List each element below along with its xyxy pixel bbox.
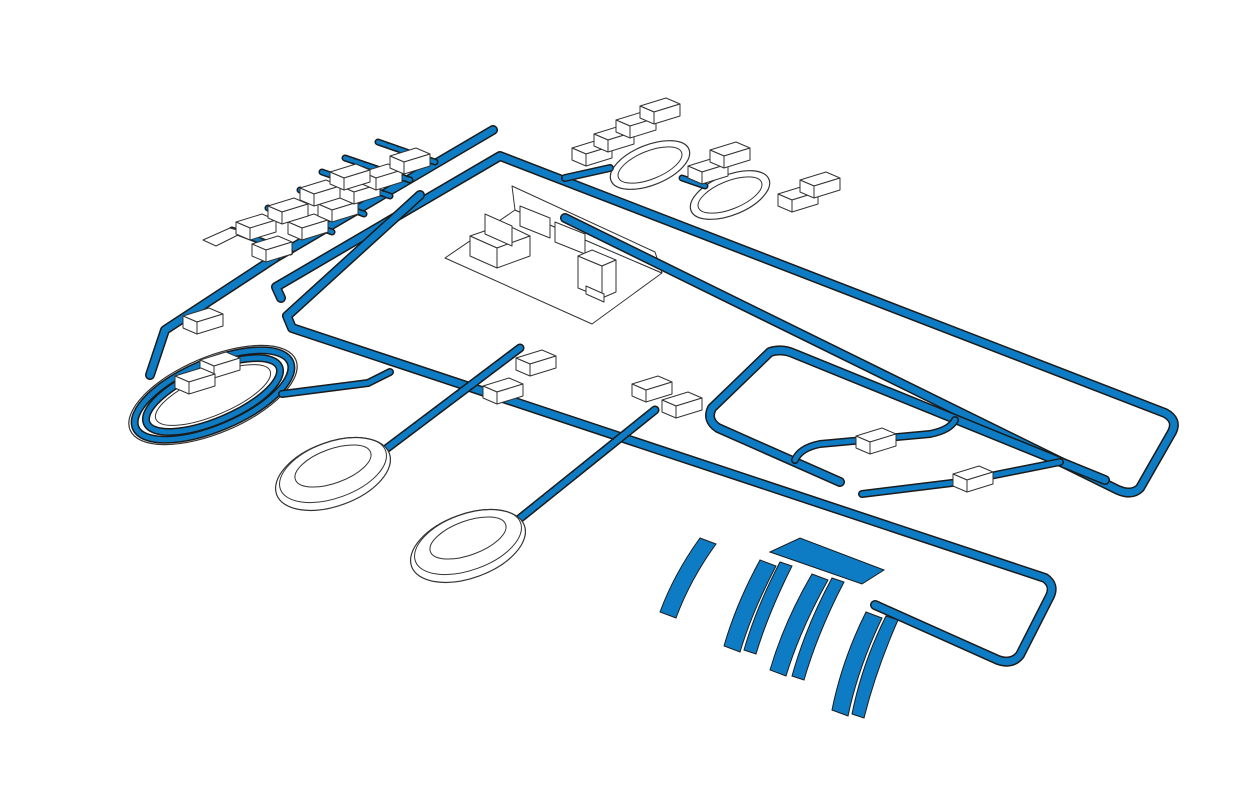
cart-box — [631, 375, 673, 403]
chute-3 — [743, 561, 793, 655]
chute-4 — [769, 573, 829, 677]
cart-box — [515, 349, 557, 377]
chute-7 — [851, 615, 899, 719]
cart-box — [329, 163, 371, 191]
chute-2 — [723, 559, 777, 653]
spur-conveyors-to-turntables — [373, 343, 660, 533]
cart-box — [799, 171, 841, 199]
cart-box — [855, 427, 897, 455]
boxes-layer — [174, 97, 994, 493]
cart-box — [687, 157, 729, 185]
chute-5 — [791, 577, 845, 681]
turntable-left — [274, 436, 392, 512]
lower-main-conveyor — [282, 190, 1057, 667]
cart-box — [287, 213, 329, 241]
cart-box — [389, 147, 431, 175]
main-loop-conveyor — [271, 151, 1179, 498]
top-oval-tracks — [561, 140, 771, 220]
cart-box — [267, 197, 309, 225]
cart-box — [661, 391, 703, 419]
cart-box — [952, 465, 994, 493]
turntable-right — [409, 508, 527, 584]
cart-box — [251, 235, 293, 263]
cart-box — [639, 97, 681, 125]
chute-1 — [659, 537, 717, 619]
chute-6 — [831, 611, 883, 717]
right-loop-conveyor — [705, 345, 1110, 498]
right-loop-belt — [706, 346, 1109, 486]
cart-box — [174, 367, 216, 395]
main-loop-belt — [272, 152, 1178, 497]
chute-slides — [659, 537, 899, 719]
lower-main-belt — [283, 191, 1056, 666]
cart-box — [182, 307, 224, 335]
cart-box — [235, 213, 277, 241]
cart-box — [482, 377, 524, 405]
cart-box — [709, 141, 751, 169]
chute-feeders — [768, 537, 886, 585]
